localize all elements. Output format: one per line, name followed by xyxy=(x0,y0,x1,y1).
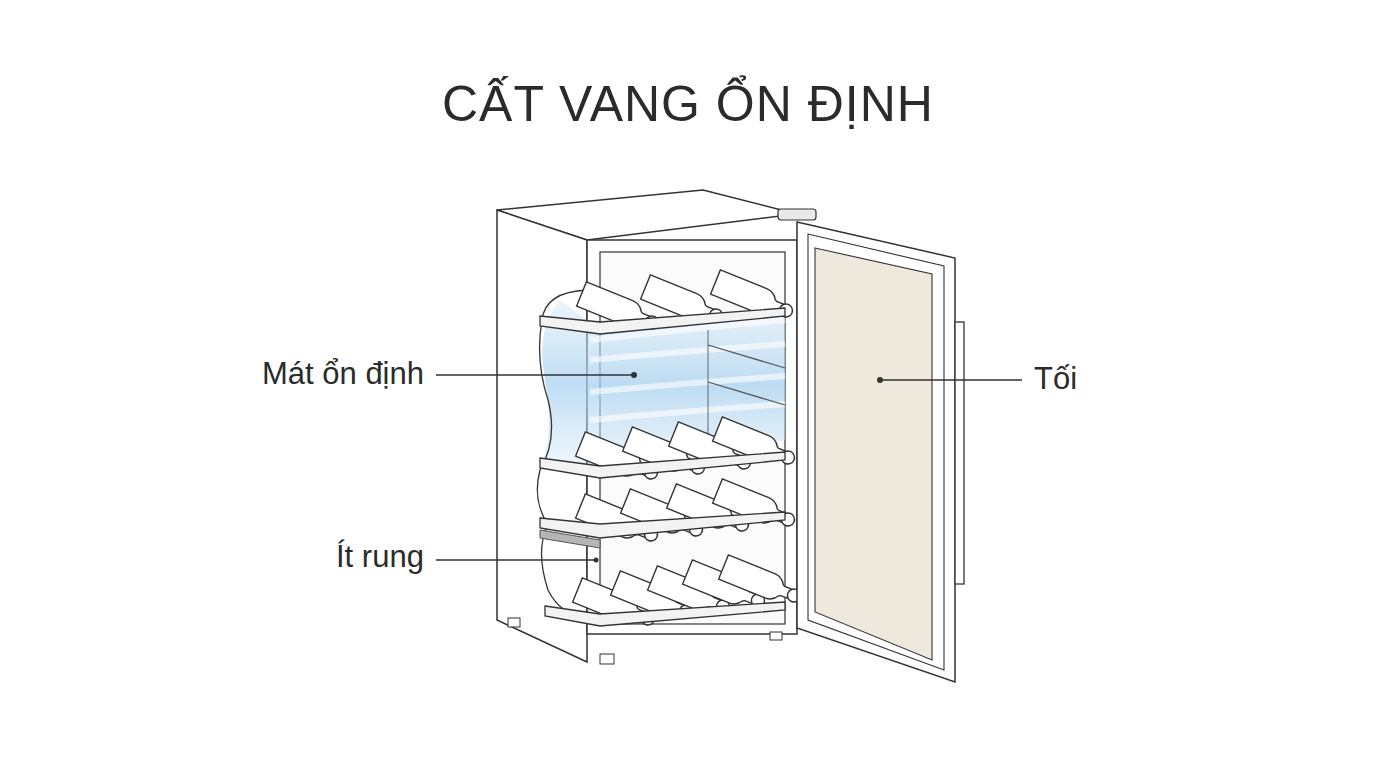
callout-label: Mát ổn định xyxy=(262,355,424,393)
callout-label: Tối xyxy=(1034,360,1077,398)
callout-label: Ít rung xyxy=(336,538,424,576)
diagram-title: CẤT VANG ỔN ĐỊNH xyxy=(0,74,1376,134)
